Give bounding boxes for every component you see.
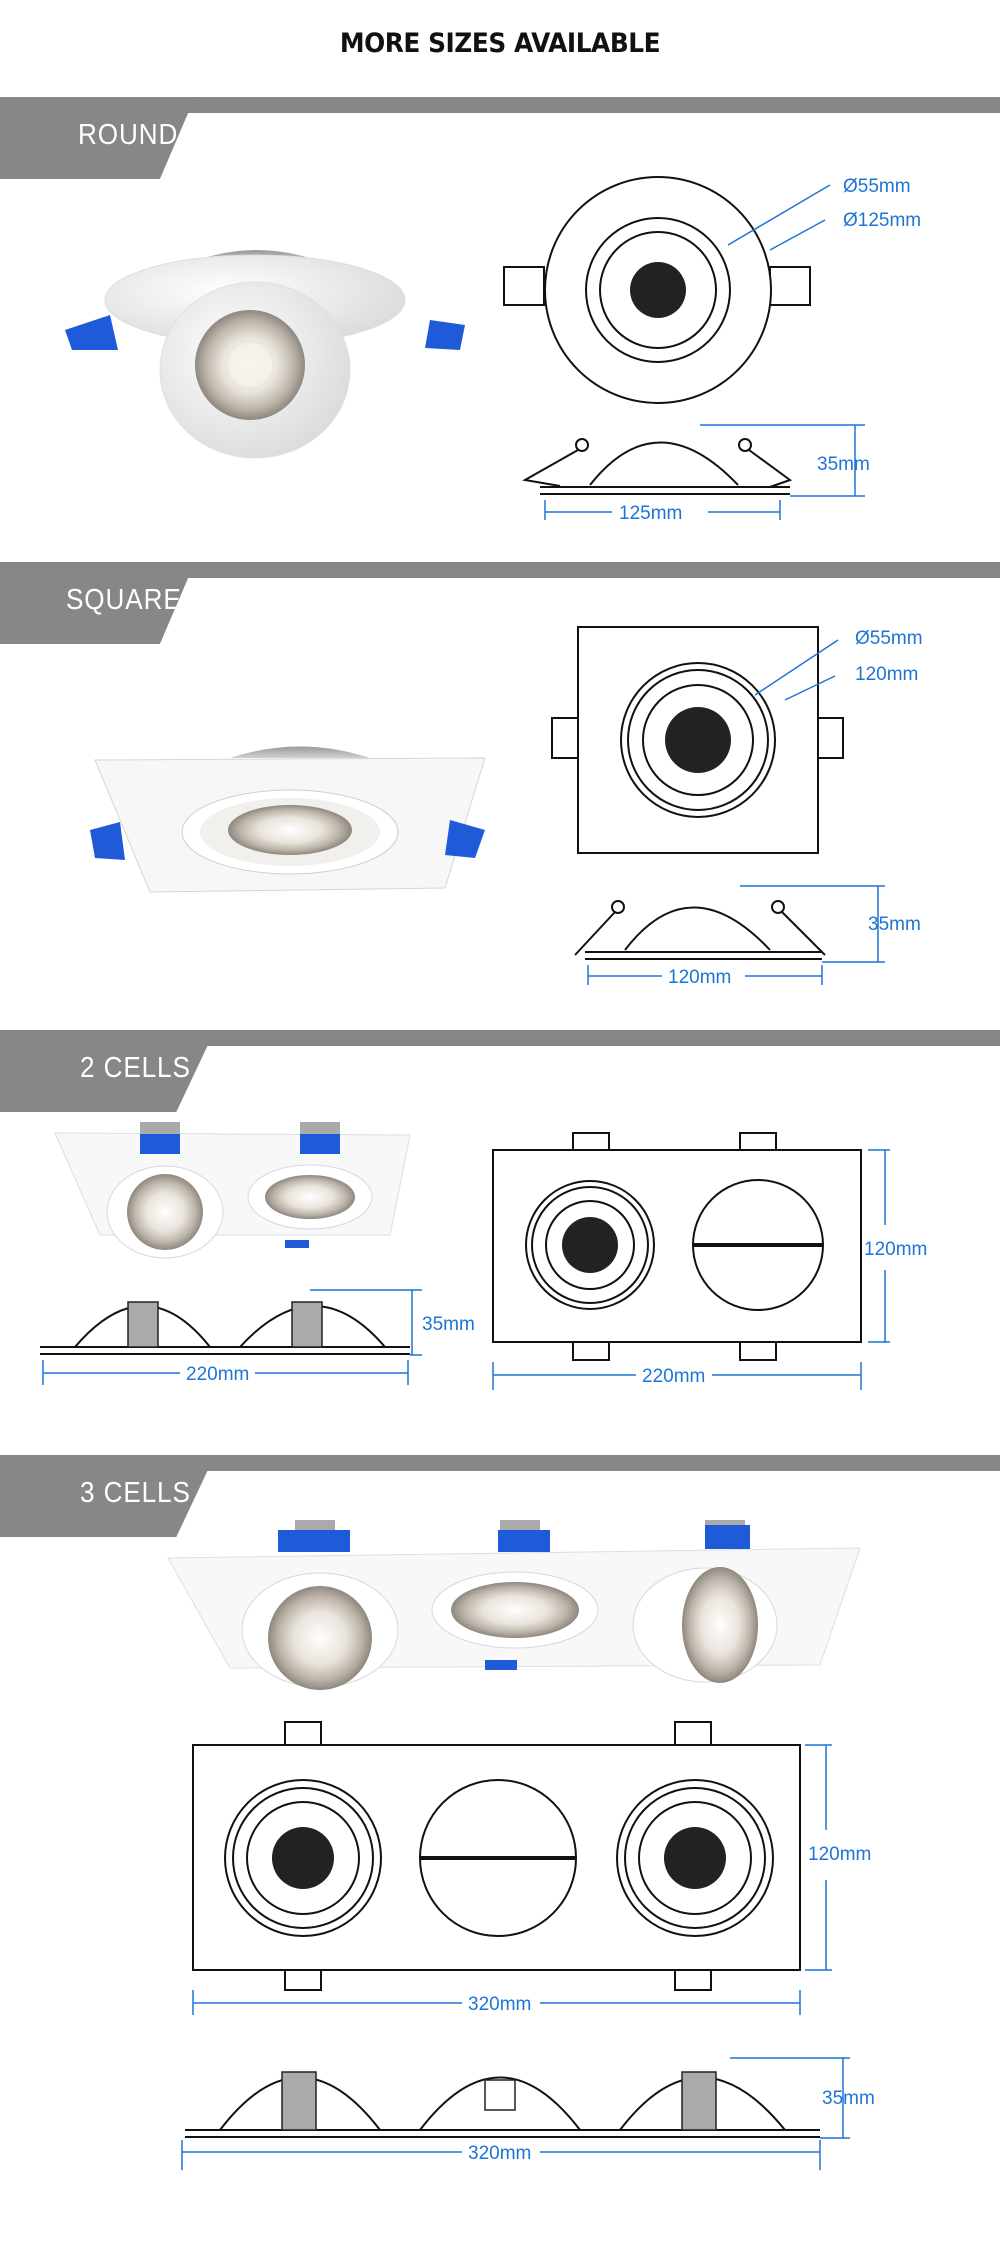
round-width: 125mm — [619, 503, 682, 524]
2-cells-height: 35mm — [422, 1314, 475, 1335]
section-label: 3 CELLS — [80, 1477, 191, 1509]
3-cells-side-width: 320mm — [468, 2143, 531, 2164]
section-header-3-cells: 3 CELLS — [0, 1455, 1000, 1539]
square-inner-diameter: Ø55mm — [855, 628, 923, 649]
section-label: 2 CELLS — [80, 1052, 191, 1084]
square-height: 35mm — [868, 914, 921, 935]
3-cells-top-width: 320mm — [468, 1994, 531, 2015]
page-title: MORE SIZES AVAILABLE — [339, 28, 661, 59]
section-label: SQUARE — [66, 584, 182, 616]
section-header-round: ROUND — [0, 97, 1000, 181]
section-label: ROUND — [78, 119, 179, 151]
2-cells-top-width: 220mm — [642, 1366, 705, 1387]
3-cells-top-height: 120mm — [808, 1844, 871, 1865]
section-header-2-cells: 2 CELLS — [0, 1030, 1000, 1114]
round-height: 35mm — [817, 454, 870, 475]
section-header-square: SQUARE — [0, 562, 1000, 646]
2-cells-side-width: 220mm — [186, 1364, 249, 1385]
square-outer-size: 120mm — [855, 664, 918, 685]
round-outer-diameter: Ø125mm — [843, 210, 921, 231]
square-width: 120mm — [668, 967, 731, 988]
3-cells-height: 35mm — [822, 2088, 875, 2109]
round-inner-diameter: Ø55mm — [843, 176, 911, 197]
2-cells-top-height: 120mm — [864, 1239, 927, 1260]
